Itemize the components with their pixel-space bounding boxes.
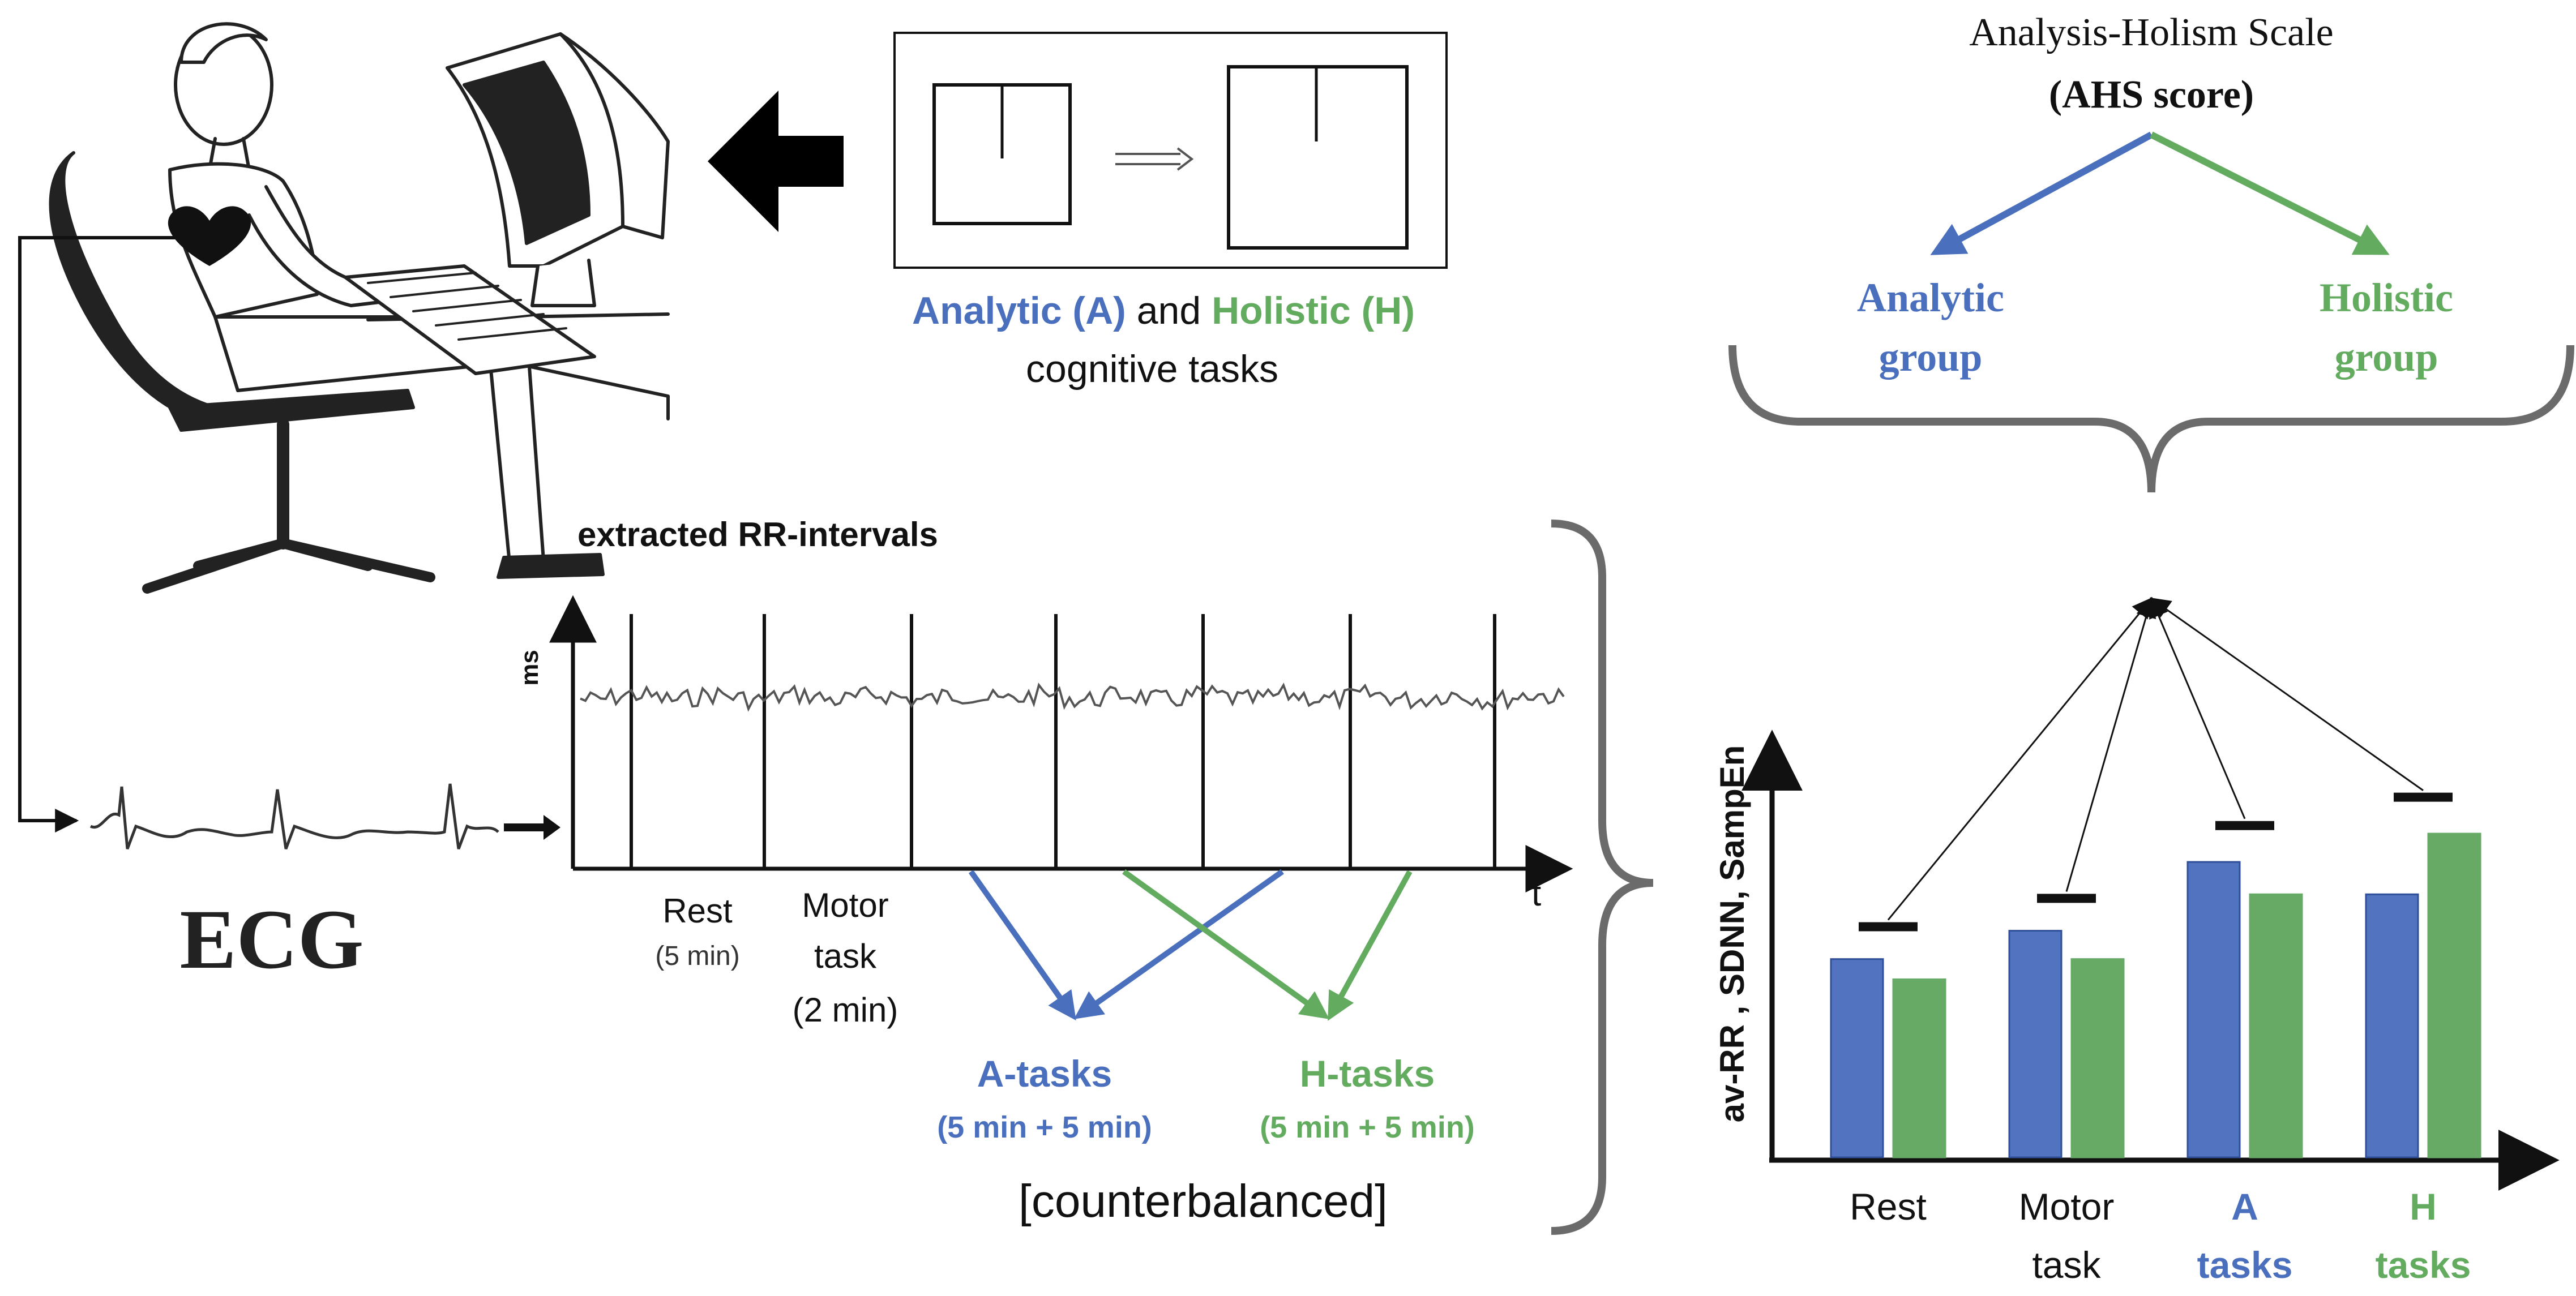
tasks-to-person-arrow <box>708 91 844 232</box>
category-label-line2: tasks <box>2197 1244 2293 1286</box>
a-task-arrow-1 <box>968 870 1076 1021</box>
keyboard <box>344 264 596 375</box>
category-label-line2: task <box>2032 1244 2101 1286</box>
bars-layer <box>1830 832 2481 1158</box>
motor-label-line1: Motor <box>802 886 888 924</box>
rr-panel-title: extracted RR-intervals <box>577 516 938 553</box>
comparison-connector <box>1887 597 2153 921</box>
ecg-trace <box>89 783 499 849</box>
h-task-arrow-2 <box>1328 870 1413 1021</box>
rest-label: Rest <box>662 892 733 930</box>
ecg-label: ECG <box>179 892 363 986</box>
analytic-label: Analytic (A) <box>912 289 1126 332</box>
analytic-bar <box>2008 930 2062 1158</box>
a-tasks-duration: (5 min + 5 min) <box>937 1110 1152 1144</box>
holistic-group-line2: group <box>2335 334 2438 380</box>
tasks-heading: Analytic (A) and Holistic (H) <box>912 289 1415 332</box>
comparison-connector <box>2150 597 2424 791</box>
comparison-connector <box>2065 596 2156 892</box>
ahs-score-label: (AHS score) <box>2049 73 2254 117</box>
rr-x-axis-label: t <box>1531 874 1541 913</box>
chart-y-axis-label: av-RR , SDNN, SampEn <box>1713 745 1751 1123</box>
transform-arrow-icon <box>1115 147 1194 171</box>
group-markers-layer <box>1859 792 2453 932</box>
comparison-connector <box>2149 596 2246 819</box>
category-label: Motor <box>2019 1186 2115 1228</box>
h-tasks-duration: (5 min + 5 min) <box>1260 1110 1475 1144</box>
monitor-screen <box>463 61 590 245</box>
desk-edge <box>508 361 670 420</box>
rr-interval-trace <box>580 683 1565 712</box>
holistic-bar <box>2070 958 2125 1158</box>
analytic-bar <box>1830 958 1884 1158</box>
ecg-to-rr-arrowhead <box>544 815 560 840</box>
a-task-arrow-2 <box>1073 869 1284 1019</box>
category-label: H <box>2410 1186 2437 1228</box>
rest-duration: (5 min) <box>655 941 739 971</box>
h-tasks-label: H-tasks <box>1300 1053 1435 1095</box>
heart-to-ecg-connector <box>18 236 209 832</box>
motor-duration: (2 min) <box>793 991 898 1029</box>
ahs-analytic-arrow <box>1930 131 2153 255</box>
person-at-computer-illustration <box>49 22 670 594</box>
chair-seat <box>168 389 415 432</box>
monitor-back <box>559 32 670 239</box>
bar-chart: av-RR , SDNN, SampEn Rest Motor task Atasks… <box>1713 596 2560 1286</box>
h-task-arrow-1 <box>1122 869 1330 1019</box>
category-label: Rest <box>1850 1186 1927 1228</box>
counterbalanced-label: [counterbalanced] <box>1019 1175 1388 1227</box>
analytic-group-line1: Analytic <box>1857 275 2004 320</box>
motor-label-line2: task <box>814 937 877 975</box>
and-word: and <box>1126 289 1212 332</box>
rr-to-chart-brace <box>1551 520 1654 1235</box>
person-foot <box>497 553 605 579</box>
analytic-group-line2: group <box>1879 334 1983 380</box>
person-hair <box>179 22 268 64</box>
monitor-stand <box>530 259 596 307</box>
ahs-title: Analysis-Holism Scale <box>1969 11 2334 54</box>
a-tasks-label: A-tasks <box>977 1053 1112 1095</box>
tasks-box-frame <box>893 32 1448 269</box>
analytic-bar <box>2186 861 2241 1158</box>
keyboard-keys <box>367 272 567 341</box>
group-brace <box>1728 345 2574 493</box>
holistic-bar <box>2427 832 2481 1158</box>
ahs-holistic-arrow <box>2150 131 2390 255</box>
tasks-caption: cognitive tasks <box>1026 347 1278 390</box>
category-label-line2: tasks <box>2376 1244 2471 1286</box>
holistic-bar <box>2249 893 2303 1158</box>
tasks-box <box>893 32 1448 269</box>
rr-segment-dividers <box>630 614 1496 869</box>
holistic-group-line1: Holistic <box>2320 275 2453 320</box>
holistic-label: Holistic (H) <box>1212 289 1415 332</box>
comparison-connectors-layer <box>1887 596 2424 921</box>
holistic-bar <box>1892 978 1946 1158</box>
category-label: A <box>2231 1186 2258 1228</box>
analytic-bar <box>2365 893 2419 1158</box>
rr-y-axis-label: ms <box>516 650 544 686</box>
chair-base <box>142 538 435 594</box>
